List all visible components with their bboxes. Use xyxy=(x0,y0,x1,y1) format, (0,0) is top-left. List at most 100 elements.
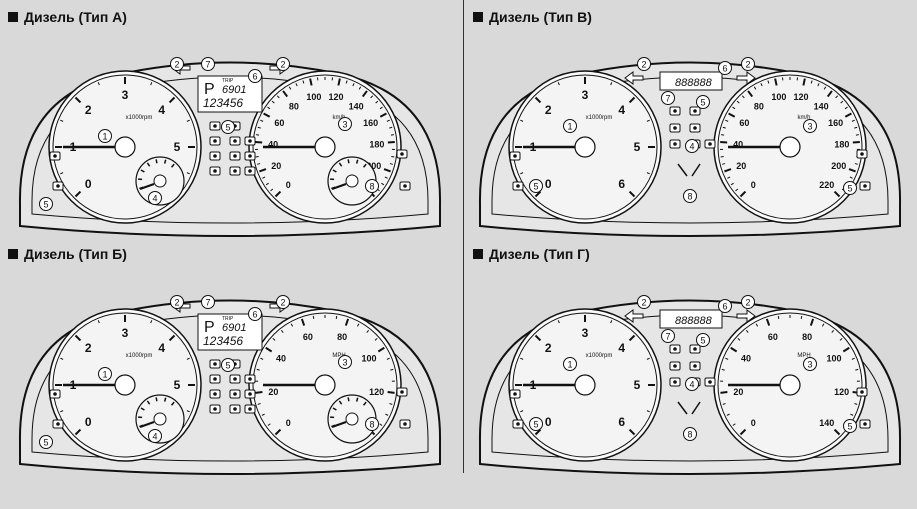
callout-6: 6 xyxy=(719,300,732,313)
svg-text:6: 6 xyxy=(252,72,257,82)
callout-5: 5 xyxy=(530,418,543,431)
gauge-number: 20 xyxy=(271,161,281,171)
side-warning-icon xyxy=(857,388,867,396)
svg-text:2: 2 xyxy=(174,60,179,70)
callout-1: 1 xyxy=(99,368,112,381)
callout-4: 4 xyxy=(686,140,699,153)
gauge-number: 180 xyxy=(369,139,384,149)
svg-text:7: 7 xyxy=(205,60,210,70)
gauge-number: 3 xyxy=(122,88,129,102)
warning-light-icon xyxy=(690,124,700,132)
callout-2: 2 xyxy=(171,58,184,71)
callout-5: 5 xyxy=(222,359,235,372)
warning-light-icon xyxy=(670,140,680,148)
svg-text:1: 1 xyxy=(567,360,572,370)
gauge-number: 0 xyxy=(286,180,291,190)
side-warning-icon xyxy=(397,388,407,396)
gauge-number: 100 xyxy=(827,353,842,363)
title-text: Дизель (Тип В) xyxy=(489,9,592,25)
svg-text:7: 7 xyxy=(665,94,670,104)
svg-text:5: 5 xyxy=(847,422,852,432)
gauge-number: 220 xyxy=(819,180,834,190)
gauge-number: 3 xyxy=(582,88,589,102)
side-warning-icon xyxy=(397,150,407,158)
gauge-number: 160 xyxy=(828,118,843,128)
svg-text:6: 6 xyxy=(722,64,727,74)
side-warning-icon xyxy=(857,150,867,158)
callout-7: 7 xyxy=(202,296,215,309)
svg-text:2: 2 xyxy=(280,60,285,70)
gauge-number: 120 xyxy=(834,387,849,397)
warning-light-icon xyxy=(230,405,240,413)
odometer-value: 888888 xyxy=(675,77,713,89)
gauge-number: 5 xyxy=(634,140,641,154)
side-warning-icon xyxy=(513,182,523,190)
gauge-hub xyxy=(780,137,800,157)
gauge-number: 60 xyxy=(739,118,749,128)
gauge-unit-label: x1000rpm xyxy=(586,115,613,121)
svg-text:5: 5 xyxy=(847,184,852,194)
gauge-tick xyxy=(336,316,337,319)
odometer-value: 123456 xyxy=(203,334,243,348)
tachometer: 0123456x1000rpm xyxy=(49,71,201,223)
trip-value: 6901 xyxy=(222,322,246,334)
gauge-number: 120 xyxy=(794,92,809,102)
svg-text:2: 2 xyxy=(745,298,750,308)
callout-1: 1 xyxy=(99,130,112,143)
gauge-number: 2 xyxy=(85,103,92,117)
side-warning-icon xyxy=(510,390,520,398)
gauge-number: 3 xyxy=(582,326,589,340)
callout-3: 3 xyxy=(804,120,817,133)
svg-text:3: 3 xyxy=(807,122,812,132)
gauge-tick xyxy=(721,135,724,136)
warning-light-icon xyxy=(210,360,220,368)
warning-light-icon xyxy=(690,107,700,115)
gauge-unit-label: x1000rpm xyxy=(126,115,153,121)
warning-light-icon xyxy=(245,405,255,413)
svg-text:4: 4 xyxy=(152,194,157,204)
side-warning-icon xyxy=(400,420,410,428)
gauge-tick xyxy=(778,316,779,319)
gauge-number: 60 xyxy=(768,332,778,342)
callout-2: 2 xyxy=(638,296,651,309)
gauge-tick xyxy=(856,135,859,136)
gauge-number: 4 xyxy=(158,103,165,117)
gauge-tick xyxy=(855,369,858,370)
warning-light-icon xyxy=(690,345,700,353)
callout-2: 2 xyxy=(277,58,290,71)
warning-light-icon xyxy=(210,152,220,160)
callout-3: 3 xyxy=(804,358,817,371)
warning-light-icon xyxy=(245,137,255,145)
gauge-number: 0 xyxy=(545,177,552,191)
cluster-type-b: 0123456x1000rpm020406080100120140MPHPTRI… xyxy=(0,274,460,504)
svg-text:5: 5 xyxy=(533,420,538,430)
warning-light-icon xyxy=(245,390,255,398)
callout-5: 5 xyxy=(40,436,53,449)
svg-text:5: 5 xyxy=(43,200,48,210)
svg-text:5: 5 xyxy=(533,182,538,192)
svg-text:2: 2 xyxy=(641,60,646,70)
gauge-number: 5 xyxy=(174,140,181,154)
gauge-number: 20 xyxy=(733,387,743,397)
gauge-number: 140 xyxy=(814,101,829,111)
gauge-hub xyxy=(575,137,595,157)
gauge-number: 80 xyxy=(802,332,812,342)
warning-light-icon xyxy=(690,362,700,370)
callout-1: 1 xyxy=(564,120,577,133)
svg-text:8: 8 xyxy=(369,182,374,192)
warning-light-icon xyxy=(210,390,220,398)
cluster-type-v: 0123456x1000rpm0204060801001201401601802… xyxy=(460,36,917,266)
warning-light-icon xyxy=(210,375,220,383)
svg-text:7: 7 xyxy=(205,298,210,308)
gauge-number: 6 xyxy=(618,415,625,429)
gauge-number: 100 xyxy=(771,92,786,102)
callout-8: 8 xyxy=(366,180,379,193)
warning-light-icon xyxy=(670,124,680,132)
gauge-tick xyxy=(801,316,802,319)
gauge-number: 80 xyxy=(289,101,299,111)
svg-text:5: 5 xyxy=(700,336,705,346)
svg-text:6: 6 xyxy=(252,310,257,320)
